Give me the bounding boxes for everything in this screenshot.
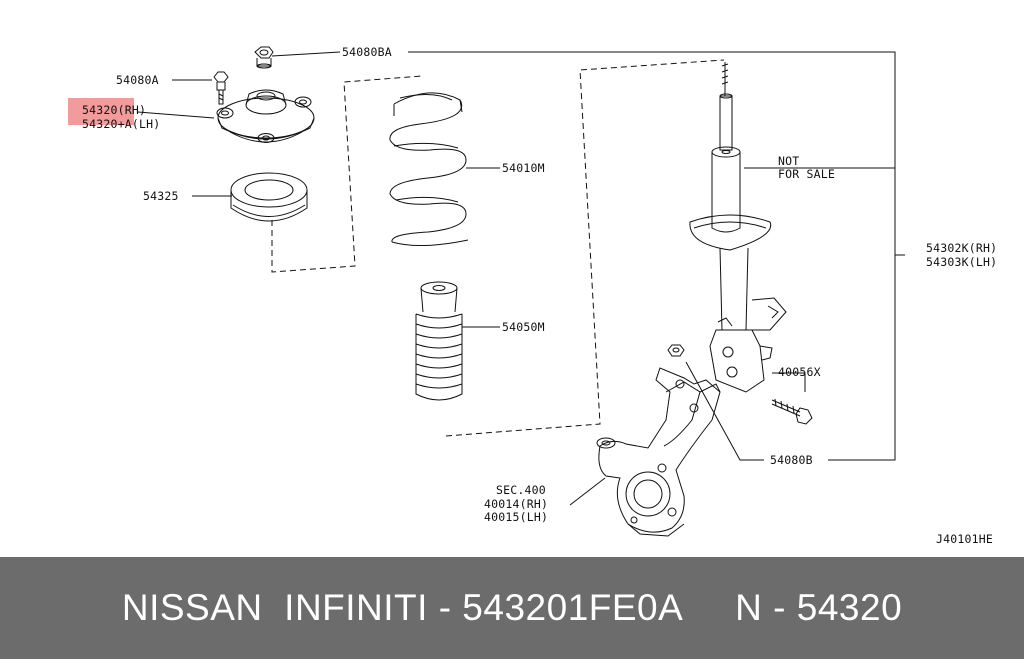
leader-54080BA bbox=[271, 51, 341, 57]
leader-bracket-right bbox=[408, 51, 896, 461]
nut-54080BA bbox=[254, 46, 274, 69]
label-sec400: SEC.400 bbox=[496, 483, 546, 497]
label-54302K: 54302K(RH) bbox=[926, 241, 998, 255]
label-54010M: 54010M bbox=[502, 161, 545, 175]
label-54325: 54325 bbox=[143, 189, 179, 203]
strut-mount-54320 bbox=[216, 89, 315, 143]
label-54320-rh: 54320(RH) bbox=[82, 103, 147, 117]
diagram-drawing bbox=[137, 46, 905, 537]
label-not: NOT bbox=[778, 154, 800, 168]
coil-spring-54010M bbox=[389, 92, 469, 247]
dashed-box-spring-group bbox=[271, 75, 423, 273]
bearing-54325 bbox=[230, 172, 308, 222]
part-number-banner: NISSAN INFINITI - 543201FE0A N - 54320 bbox=[0, 557, 1024, 659]
parts-diagram: 54080BA 54080A 54320(RH) 54320+A(LH) 543… bbox=[68, 45, 998, 546]
leader-sec400 bbox=[569, 477, 606, 506]
part-number-text: NISSAN INFINITI - 543201FE0A N - 54320 bbox=[121, 587, 903, 628]
drawing-id: J40101HE bbox=[936, 532, 993, 546]
leader-54320 bbox=[137, 111, 215, 119]
label-54050M: 54050M bbox=[502, 320, 545, 334]
leader-40056X bbox=[772, 372, 806, 392]
bolt-40056X bbox=[771, 398, 813, 425]
label-54080A: 54080A bbox=[116, 73, 159, 87]
bolt-54080A bbox=[213, 71, 229, 105]
label-54320-lh: 54320+A(LH) bbox=[82, 117, 161, 131]
label-40056X: 40056X bbox=[778, 365, 821, 379]
dashed-box-strut-group bbox=[445, 59, 725, 437]
part-highlight bbox=[68, 98, 134, 125]
label-for-sale: FOR SALE bbox=[778, 167, 835, 181]
steering-knuckle-40014 bbox=[596, 367, 721, 537]
label-54303K: 54303K(LH) bbox=[926, 255, 998, 269]
leader-54080B bbox=[685, 361, 764, 461]
label-40014: 40014(RH) bbox=[484, 497, 549, 511]
label-54080BA: 54080BA bbox=[342, 45, 392, 59]
label-40015: 40015(LH) bbox=[484, 510, 549, 524]
label-54080B: 54080B bbox=[770, 453, 813, 467]
dust-boot-54050M bbox=[415, 281, 463, 401]
nut-54080B bbox=[667, 344, 685, 357]
strut-assembly bbox=[689, 62, 787, 393]
